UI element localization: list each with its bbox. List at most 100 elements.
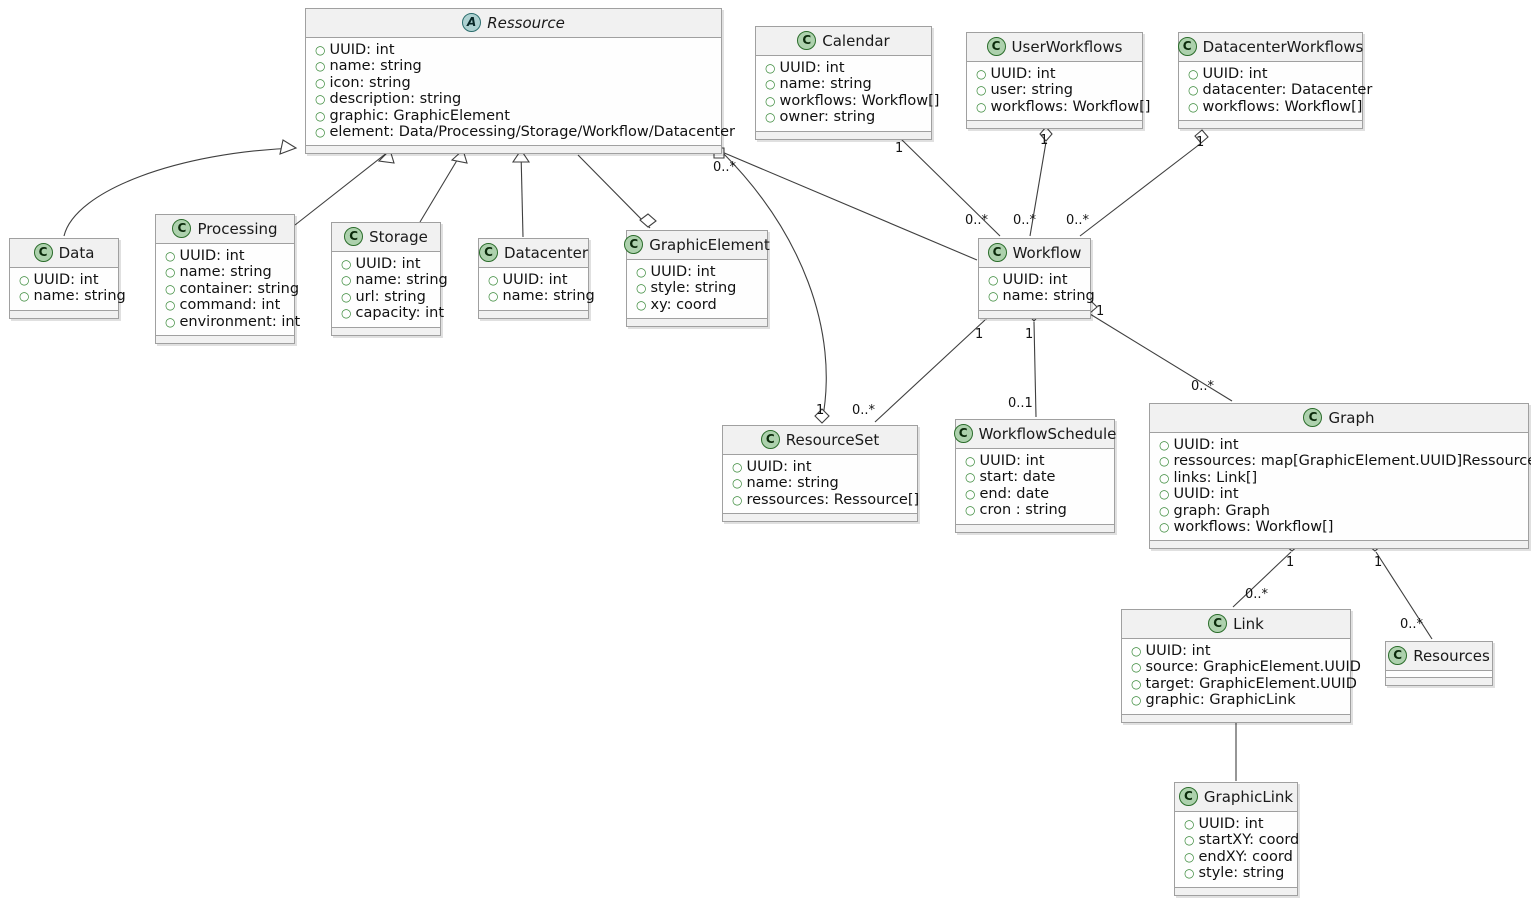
attribute-text: url: string: [355, 288, 426, 305]
class-icon: C: [987, 243, 1007, 262]
visibility-public-icon: ○: [1131, 676, 1142, 691]
class-methods-graph: [1150, 541, 1528, 549]
class-icon: C: [1388, 646, 1408, 665]
class-attributes-storage: ○UUID: int○name: string○url: string○capa…: [332, 252, 448, 328]
class-attributes-ressource: ○UUID: int○name: string○icon: string○des…: [306, 38, 735, 147]
multiplicity-label: 1: [1025, 327, 1034, 342]
class-name-resourceset: ResourceSet: [785, 430, 880, 449]
class-name-graphiclink: GraphicLink: [1203, 787, 1294, 806]
attribute-row: ○graphic: GraphicLink: [1130, 692, 1342, 708]
attribute-row: ○name: string: [314, 58, 713, 74]
attribute-row: ○workflows: Workflow[]: [1158, 519, 1520, 535]
attribute-row: ○UUID: int: [964, 453, 1106, 469]
visibility-public-icon: ○: [315, 75, 326, 90]
attribute-text: UUID: int: [179, 248, 245, 264]
attribute-text: UUID: int: [1173, 486, 1239, 503]
class-icon: C: [953, 424, 973, 443]
visibility-public-icon: ○: [1159, 520, 1170, 535]
attribute-text: start: date: [979, 469, 1056, 486]
visibility-public-icon: ○: [19, 289, 30, 304]
class-attributes-resourceset: ○UUID: int○name: string○ressources: Ress…: [723, 455, 919, 515]
multiplicity-label: 1: [1096, 304, 1105, 319]
class-methods-resourceset: [723, 514, 917, 522]
attribute-text: UUID: int: [329, 42, 395, 58]
attribute-text: workflows: Workflow[]: [1173, 519, 1334, 536]
visibility-public-icon: ○: [1184, 833, 1195, 848]
visibility-public-icon: ○: [341, 273, 352, 288]
attribute-text: UUID: int: [779, 60, 845, 76]
class-box-graphicelement[interactable]: C GraphicElement ○UUID: int○style: string○…: [624, 230, 770, 328]
class-methods-datacenter: [479, 310, 588, 318]
attribute-text: style: string: [650, 280, 737, 297]
class-icon: C: [33, 243, 53, 262]
class-header-graphicelement: C GraphicElement: [624, 231, 770, 260]
class-icon: C: [624, 235, 644, 254]
visibility-public-icon: ○: [976, 67, 987, 81]
visibility-public-icon: ○: [1159, 503, 1170, 518]
visibility-public-icon: ○: [1184, 866, 1195, 881]
visibility-public-icon: ○: [165, 281, 176, 296]
attribute-row: ○name: string: [18, 288, 126, 304]
visibility-public-icon: ○: [341, 289, 352, 304]
class-name-graphicelement: GraphicElement: [649, 235, 770, 254]
edge-workflow-resourceset: [874, 319, 986, 423]
abstract-class-icon: A: [462, 13, 482, 32]
visibility-public-icon: ○: [315, 92, 326, 107]
multiplicity-label: 1: [816, 403, 825, 418]
attribute-row: ○workflows: Workflow[]: [764, 93, 939, 109]
multiplicity-label: 0..*: [1245, 587, 1269, 602]
attribute-row: ○command: int: [164, 297, 286, 313]
attribute-row: ○startXY: coord: [1183, 832, 1299, 848]
visibility-public-icon: ○: [1131, 644, 1142, 658]
class-name-graph: Graph: [1328, 408, 1375, 427]
class-methods-graphicelement: [627, 319, 767, 327]
class-attributes-workflow: ○UUID: int○name: string: [979, 268, 1095, 311]
attribute-row: ○UUID: int: [635, 264, 759, 280]
edge-graphicelement-ressource: [577, 154, 651, 229]
class-methods-calendar: [756, 131, 931, 139]
class-name-calendar: Calendar: [822, 31, 890, 50]
class-attributes-graphicelement: ○UUID: int○style: string○xy: coord: [627, 260, 767, 320]
attribute-row: ○xy: coord: [635, 297, 759, 313]
visibility-public-icon: ○: [988, 289, 999, 304]
attribute-text: workflows: Workflow[]: [1202, 98, 1363, 115]
attribute-row: ○UUID: int: [987, 272, 1082, 288]
attribute-text: UUID: int: [1002, 272, 1068, 288]
multiplicity-label: 0..*: [1400, 617, 1424, 632]
attribute-row: ○workflows: Workflow[]: [975, 99, 1150, 115]
edge-processing-ressource: [294, 151, 389, 226]
visibility-public-icon: ○: [165, 249, 176, 263]
attribute-row: ○name: string: [731, 475, 909, 491]
visibility-public-icon: ○: [1159, 454, 1170, 469]
visibility-public-icon: ○: [976, 99, 987, 114]
attribute-row: ○name: string: [340, 272, 448, 288]
attribute-row: ○name: string: [764, 76, 923, 92]
attribute-row: ○UUID: int: [1187, 66, 1354, 82]
attribute-text: ressources: map[GraphicElement.UUID]Ress…: [1173, 453, 1531, 470]
attribute-text: name: string: [1002, 288, 1095, 305]
attribute-row: ○end: date: [964, 486, 1106, 502]
visibility-public-icon: ○: [1159, 470, 1170, 485]
attribute-row: ○UUID: int: [1183, 816, 1289, 832]
